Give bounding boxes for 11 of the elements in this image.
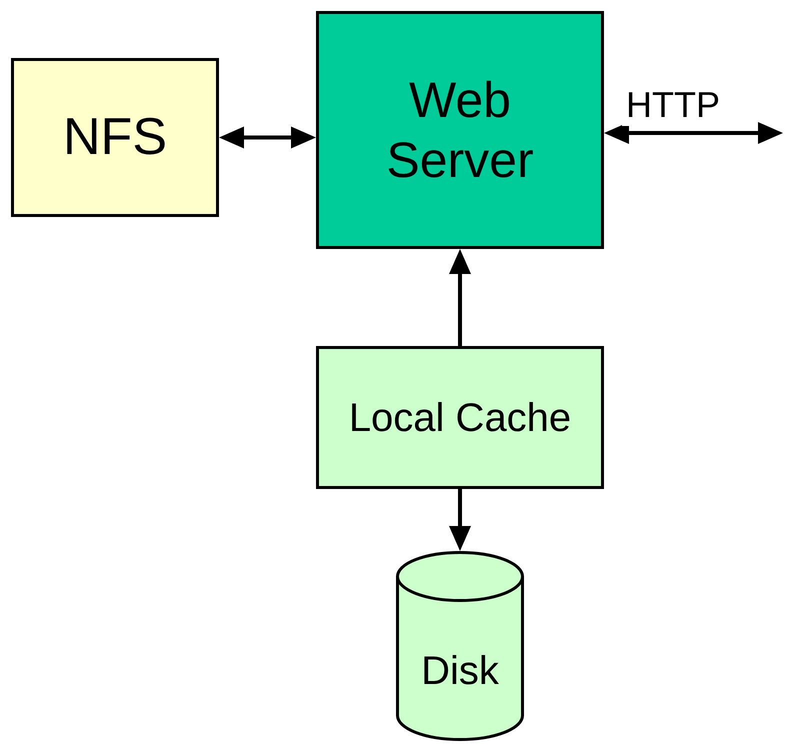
arrow xyxy=(604,122,783,144)
node-label: Local Cache xyxy=(348,394,572,442)
cache-box xyxy=(316,346,604,489)
arrow xyxy=(449,489,471,551)
node-label: Web Server xyxy=(385,71,535,190)
storage-box xyxy=(11,58,219,217)
arrow xyxy=(219,126,316,148)
server-box xyxy=(316,11,604,249)
node-label: NFS xyxy=(62,107,168,168)
node-label: Disk xyxy=(421,648,499,695)
arrow xyxy=(449,249,471,346)
